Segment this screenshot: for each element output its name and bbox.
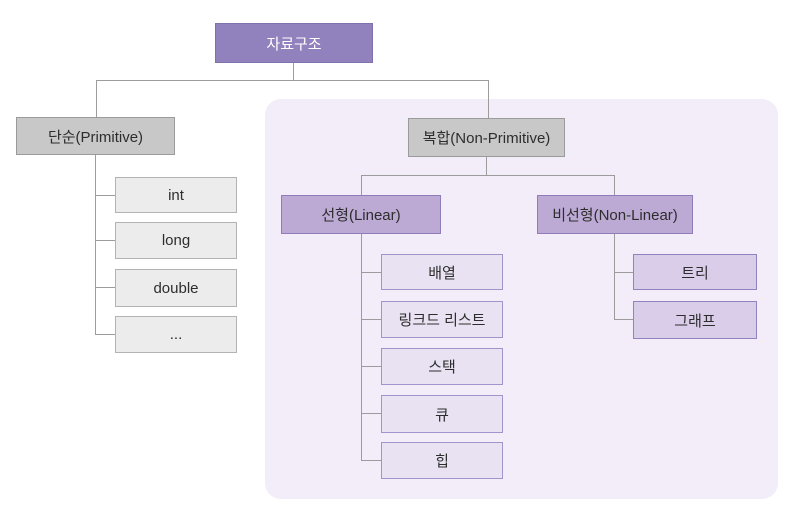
connector-line: [361, 175, 362, 195]
non-primitive-panel: [265, 99, 778, 499]
node-double: double: [115, 269, 237, 307]
connector-line: [361, 272, 381, 273]
node-int: int: [115, 177, 237, 213]
node-long: long: [115, 222, 237, 259]
node-queue: 큐: [381, 395, 503, 433]
connector-line: [361, 460, 381, 461]
node-tree: 트리: [633, 254, 757, 290]
connector-line: [96, 80, 489, 81]
connector-line: [95, 334, 115, 335]
node-primitive: 단순(Primitive): [16, 117, 175, 155]
connector-line: [614, 234, 615, 320]
connector-line: [614, 175, 615, 195]
connector-line: [361, 366, 381, 367]
connector-line: [486, 157, 487, 175]
node-stack: 스택: [381, 348, 503, 385]
node-data-structure-root: 자료구조: [215, 23, 373, 63]
connector-line: [361, 413, 381, 414]
connector-line: [95, 155, 96, 335]
connector-line: [614, 272, 633, 273]
node-non-linear: 비선형(Non-Linear): [537, 195, 693, 234]
node-array: 배열: [381, 254, 503, 290]
node-graph: 그래프: [633, 301, 757, 339]
node-heap: 힙: [381, 442, 503, 479]
connector-line: [96, 80, 97, 118]
connector-line: [361, 319, 381, 320]
connector-line: [95, 240, 115, 241]
connector-line: [95, 195, 115, 196]
connector-line: [614, 319, 633, 320]
connector-line: [361, 175, 615, 176]
node-linked-list: 링크드 리스트: [381, 301, 503, 338]
connector-line: [361, 234, 362, 461]
node-linear: 선형(Linear): [281, 195, 441, 234]
connector-line: [293, 63, 294, 80]
node-non-primitive: 복합(Non-Primitive): [408, 118, 565, 157]
node-ellipsis: ...: [115, 316, 237, 353]
connector-line: [488, 80, 489, 118]
connector-line: [95, 287, 115, 288]
